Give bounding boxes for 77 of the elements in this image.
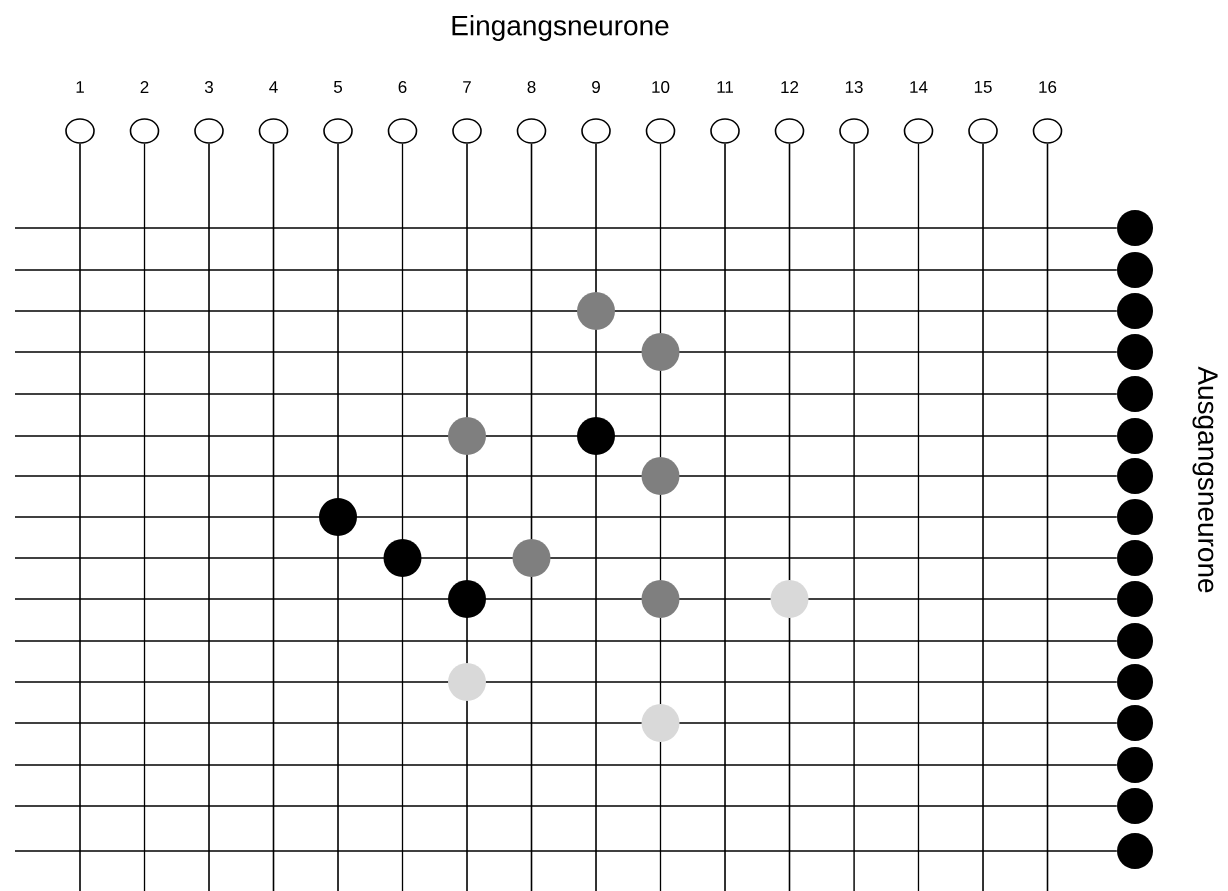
- grid-line: [1046, 143, 1049, 891]
- synapse-dot: [577, 292, 615, 330]
- neuron-number: 10: [652, 81, 670, 93]
- grid-line: [79, 143, 81, 891]
- output-neuron: [1117, 210, 1153, 246]
- grid-line: [14, 764, 1118, 766]
- grid-line: [14, 850, 1118, 852]
- grid-line: [14, 310, 1118, 312]
- neuron-number: 2: [140, 81, 149, 93]
- axis-title: Ausgangsneurone: [1192, 366, 1218, 593]
- output-neuron: [1117, 581, 1153, 617]
- output-neuron: [1117, 540, 1153, 576]
- grid-line: [14, 557, 1118, 559]
- grid-line: [14, 227, 1118, 229]
- neuron-number: 1: [76, 81, 84, 93]
- neuron-number: 12: [781, 81, 799, 93]
- grid-line: [143, 143, 146, 891]
- grid-line: [14, 393, 1118, 395]
- grid-line: [14, 598, 1118, 600]
- neuron-number: 7: [463, 81, 471, 93]
- neuron-number: 11: [717, 81, 733, 93]
- output-neuron: [1117, 833, 1153, 869]
- grid-line: [853, 143, 855, 891]
- output-neuron: [1117, 334, 1153, 370]
- grid-line: [337, 143, 339, 891]
- output-neuron: [1117, 418, 1153, 454]
- synapse-dot: [448, 580, 486, 618]
- grid-line: [14, 722, 1118, 724]
- synapse-dot: [512, 539, 551, 577]
- grid-line: [595, 143, 597, 891]
- synapse-dot: [448, 417, 486, 455]
- neuron-number: 5: [333, 81, 342, 93]
- grid-line: [14, 640, 1118, 642]
- neuron-number: 16: [1039, 81, 1057, 93]
- synapse-dot: [641, 333, 680, 371]
- grid-line: [917, 143, 920, 891]
- grid-line: [14, 681, 1118, 683]
- neuron-number: 13: [845, 81, 863, 93]
- grid-line: [14, 435, 1118, 437]
- synapse-dot: [641, 580, 680, 618]
- grid-line: [401, 143, 404, 891]
- synapse-dot: [641, 457, 680, 495]
- synapse-dot: [770, 580, 809, 618]
- neuron-number: 15: [974, 81, 992, 93]
- grid-line: [530, 143, 533, 891]
- output-neuron: [1117, 458, 1153, 494]
- grid-line: [14, 475, 1118, 477]
- output-neuron: [1117, 252, 1153, 288]
- synapse-dot: [577, 417, 615, 455]
- grid-line: [14, 516, 1118, 518]
- neuron-number: 14: [910, 81, 928, 93]
- grid-line: [14, 269, 1118, 271]
- grid-line: [14, 351, 1118, 353]
- synapse-dot: [448, 663, 486, 701]
- grid-line: [788, 143, 791, 891]
- synapse-dot: [383, 539, 422, 577]
- output-neuron: [1117, 293, 1153, 329]
- grid-line: [982, 143, 984, 891]
- output-neuron: [1117, 376, 1153, 412]
- grid-line: [272, 143, 275, 891]
- output-neuron: [1117, 499, 1153, 535]
- output-neuron: [1117, 747, 1153, 783]
- synapse-dot: [641, 704, 680, 742]
- neuron-number: 6: [398, 81, 407, 93]
- output-neuron: [1117, 623, 1153, 659]
- axis-title: Eingangsneurone: [452, 14, 669, 42]
- output-neuron: [1117, 705, 1153, 741]
- output-neuron: [1117, 788, 1153, 824]
- synapse-dot: [319, 498, 357, 536]
- neuron-number: 3: [204, 81, 213, 93]
- neuron-number: 8: [527, 81, 536, 93]
- neuron-number: 4: [269, 81, 278, 93]
- grid-line: [724, 143, 726, 891]
- grid-line: [208, 143, 210, 891]
- grid-line: [14, 805, 1118, 807]
- neuron-number: 9: [592, 81, 600, 93]
- output-neuron: [1117, 664, 1153, 700]
